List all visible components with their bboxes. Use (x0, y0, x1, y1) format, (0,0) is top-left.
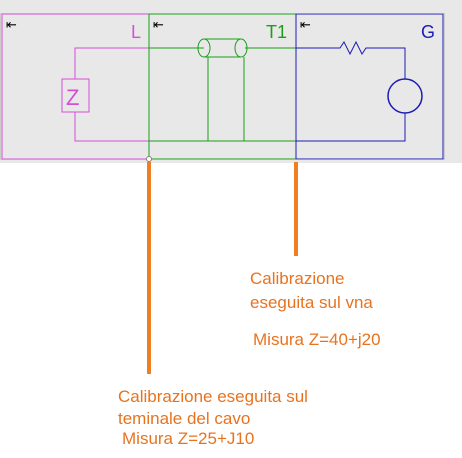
generator-block-arrow: ⇤ (300, 17, 311, 32)
resistor-symbol (296, 40, 406, 79)
impedance-box (61, 78, 90, 113)
line-block-label: T1 (266, 22, 287, 42)
load-block-label: L (131, 22, 141, 42)
generator-block-label: G (421, 22, 435, 42)
schematic-outline (0, 13, 445, 160)
load-wire (74, 47, 149, 79)
vna-calibration-line2: eseguita sul vna (250, 293, 373, 312)
schematic-background (0, 0, 462, 163)
cable-measurement: Misura Z=25+J10 (122, 429, 255, 448)
impedance-label: Z (66, 85, 79, 110)
cable-calibration-line2: teminale del cavo (118, 409, 251, 428)
junction-node (146, 156, 152, 162)
coax-symbol (197, 38, 248, 58)
generator-block[interactable]: ⇤ G (295, 13, 444, 160)
generator-wire-bottom (296, 113, 406, 142)
vna-calibration-line1: Calibrazione (250, 269, 345, 288)
load-wire-bottom (74, 112, 149, 142)
vna-measurement: Misura Z=40+j20 (253, 330, 381, 349)
cable-calibration-line1: Calibrazione eseguita sul (118, 387, 308, 406)
load-block[interactable]: ⇤ L Z (1, 13, 150, 160)
generator-block-frame (295, 13, 444, 160)
line-block-arrow: ⇤ (153, 17, 164, 32)
line-block[interactable]: ⇤ T1 (148, 13, 297, 160)
load-block-arrow: ⇤ (6, 17, 17, 32)
